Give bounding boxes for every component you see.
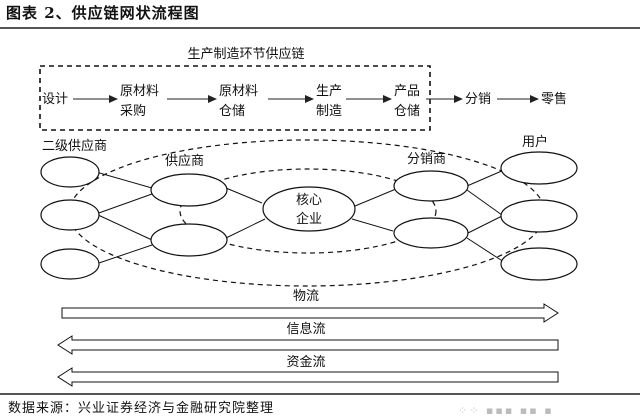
link-secondary-to-supplier xyxy=(95,213,153,241)
link-distributor-to-user xyxy=(467,215,503,234)
flow-information-label: 信息流 xyxy=(286,321,325,337)
flow-capital: 资金流 xyxy=(57,354,559,387)
link-distributor-to-user xyxy=(466,237,505,263)
user-node xyxy=(500,199,578,233)
link-core-to-distributor xyxy=(351,218,394,232)
figure-source: 数据来源：兴业证券经济与金融研究院整理 xyxy=(8,401,275,416)
user-node xyxy=(500,151,578,185)
flow-logistics: 物流 xyxy=(61,289,559,323)
figure-title: 图表 2、供应链网状流程图 xyxy=(6,4,200,22)
distributor-node xyxy=(393,217,469,249)
step-retail: 零售 xyxy=(541,91,567,107)
step-raw-purchase: 原材料 采购 xyxy=(120,84,159,119)
title-divider xyxy=(0,27,640,29)
network-links xyxy=(95,169,505,265)
secondary-supplier-label: 二级供应商 xyxy=(42,138,107,154)
flow-logistics-label: 物流 xyxy=(293,289,319,304)
step-product-storage-line-2: 仓储 xyxy=(394,104,420,119)
step-product-storage-line-1: 产品 xyxy=(394,84,420,99)
link-distributor-to-user xyxy=(466,169,505,187)
core-enterprise-line-2: 企业 xyxy=(296,211,322,227)
step-retail-line-1: 零售 xyxy=(541,91,567,107)
step-raw-purchase-line-2: 采购 xyxy=(120,103,146,119)
link-secondary-to-supplier xyxy=(95,193,153,215)
user-label: 用户 xyxy=(522,134,548,150)
inner-network-boundary xyxy=(179,168,437,254)
supplier-node xyxy=(150,223,228,257)
production-chain-label: 生产制造环节供应链 xyxy=(187,46,304,62)
step-raw-storage: 原材料 仓储 xyxy=(219,84,258,119)
user-node xyxy=(500,247,578,281)
step-manufacture-line-2: 制造 xyxy=(316,104,342,119)
step-product-storage: 产品 仓储 xyxy=(394,84,420,119)
supplier-label: 供应商 xyxy=(165,153,204,169)
flow-information-arrow xyxy=(57,335,559,355)
step-distribution: 分销 xyxy=(465,92,491,107)
link-core-to-distributor xyxy=(354,188,397,207)
link-supplier-to-core xyxy=(225,218,266,239)
step-manufacture: 生产 制造 xyxy=(316,84,342,119)
production-chain-box xyxy=(39,65,431,131)
step-distribution-line-1: 分销 xyxy=(465,92,491,107)
step-design-line-1: 设计 xyxy=(42,92,68,107)
flow-logistics-arrow xyxy=(61,303,559,323)
step-raw-storage-line-2: 仓储 xyxy=(219,104,245,119)
link-secondary-to-supplier xyxy=(95,171,153,189)
step-raw-storage-line-1: 原材料 xyxy=(219,84,258,99)
distributor-label: 分销商 xyxy=(407,152,446,167)
core-enterprise-node xyxy=(262,186,356,232)
link-supplier-to-core xyxy=(225,187,263,204)
source-divider xyxy=(0,393,640,395)
link-distributor-to-user xyxy=(466,189,503,216)
link-secondary-to-supplier xyxy=(95,244,153,265)
supplier-node xyxy=(150,173,228,207)
watermark-logo: ⁘⁘ ▪▪▪ ▪▪ ▪ xyxy=(458,404,554,417)
secondary-supplier-node xyxy=(40,156,100,188)
step-design: 设计 xyxy=(42,92,68,107)
distributor-node xyxy=(393,170,469,202)
step-raw-purchase-line-1: 原材料 xyxy=(120,84,159,99)
flow-capital-arrow xyxy=(57,367,559,387)
secondary-supplier-node xyxy=(40,248,100,280)
core-enterprise-line-1: 核心 xyxy=(296,193,322,208)
flow-information: 信息流 xyxy=(57,321,559,355)
step-manufacture-line-1: 生产 xyxy=(316,84,342,99)
flow-capital-label: 资金流 xyxy=(286,354,325,370)
secondary-supplier-node xyxy=(40,199,100,231)
